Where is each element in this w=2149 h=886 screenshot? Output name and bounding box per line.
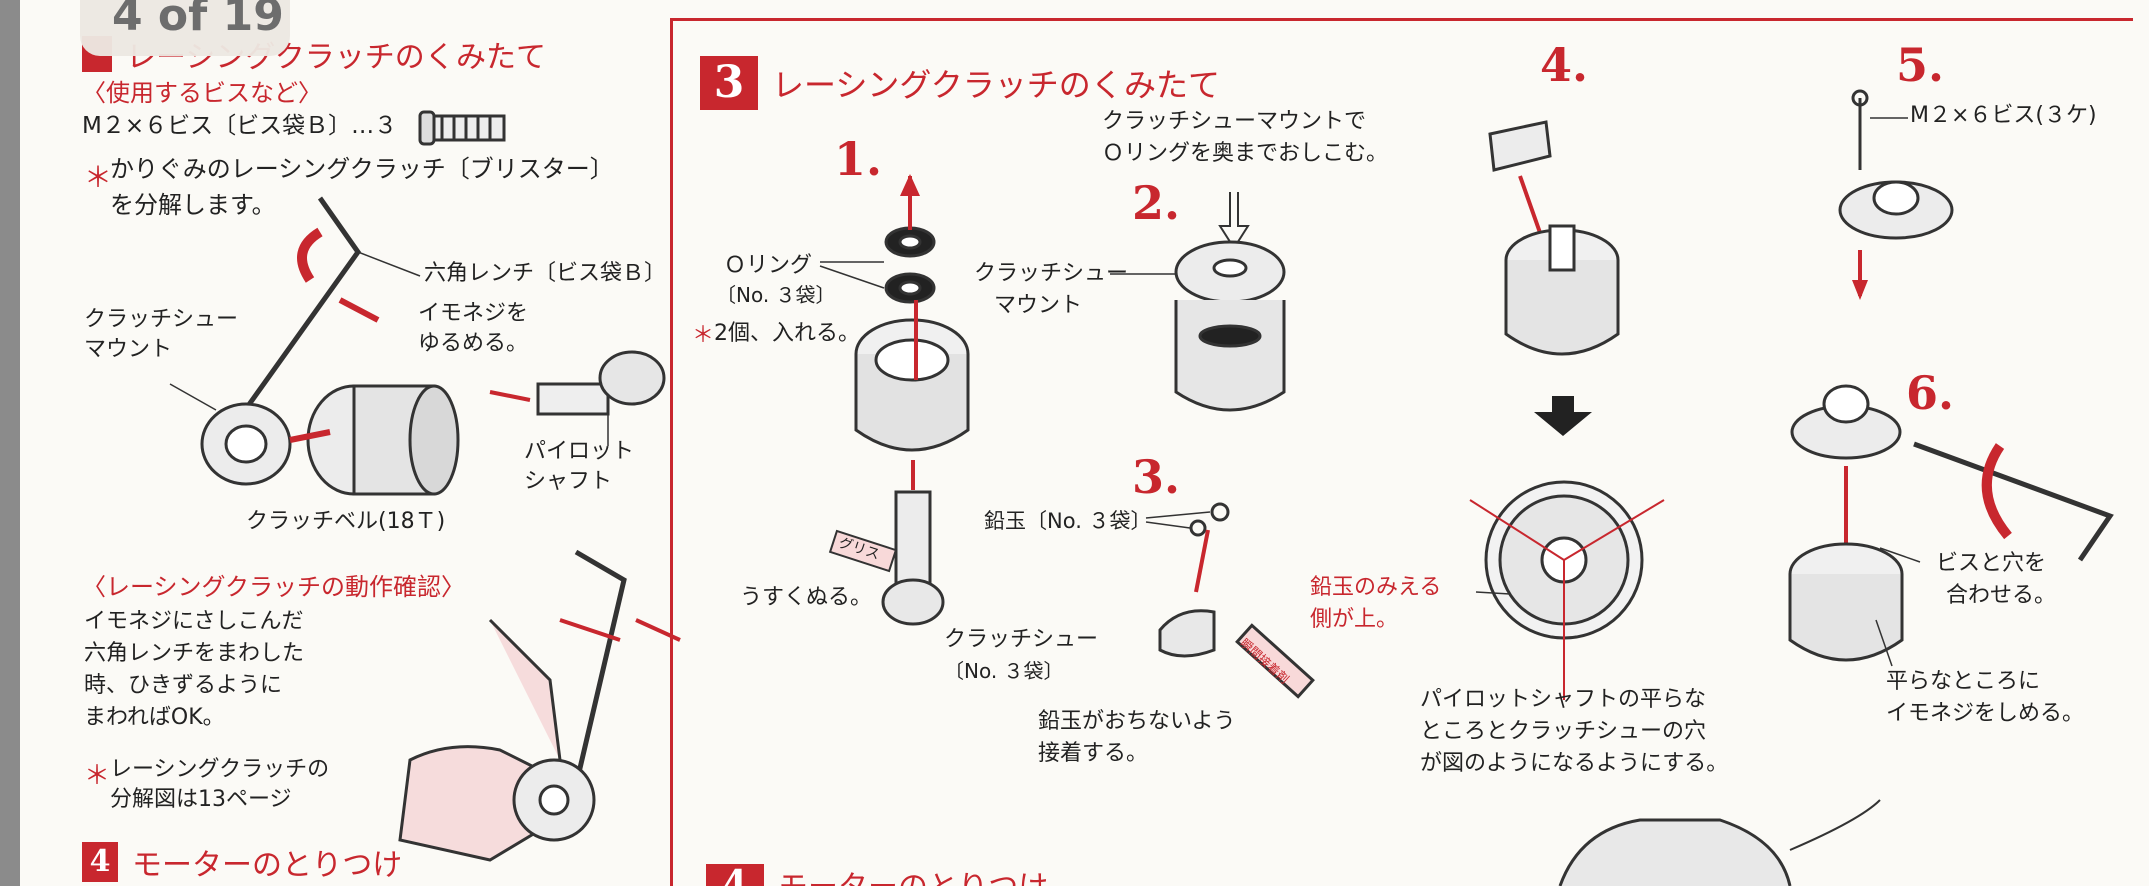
exploded-note-line-2: 分解図は13ページ: [110, 787, 292, 812]
step6-flat-label-2: イモネジをしめる。: [1886, 701, 2085, 726]
manual-page: 4 of 19 レーシングクラッチのくみたて 〈使用するビスなど〉 M２×６ビス…: [20, 0, 2149, 886]
loosen-label-2: ゆるめる。: [418, 331, 529, 356]
shoe-mount-label-2: マウント: [84, 337, 173, 362]
step5-screw-mount-icon: [1838, 89, 1954, 300]
step3-lead-ball-label: 鉛玉〔No. ３袋〕: [984, 509, 1152, 533]
step2-part-label-2: マウント: [994, 293, 1083, 318]
step3-glue-line-2: 接着する。: [1038, 741, 1149, 766]
step2-mount-into-bell-icon: [1110, 192, 1286, 412]
clutch-bell-label: クラッチベル(18Ｔ): [246, 509, 446, 534]
step4-top-view-icon: [1469, 480, 1665, 700]
step-4-number: 4.: [1540, 38, 1589, 92]
hex-wrench-label: 六角レンチ〔ビス袋Ｂ〕: [424, 261, 667, 286]
pilot-shaft-label-1: パイロット: [524, 439, 635, 464]
exploded-note-star: ＊: [84, 761, 111, 791]
main-next-section-title: モーターのとりつけ: [778, 862, 1048, 886]
left-next-section-number: 4: [82, 842, 118, 882]
exploded-note-line-1: レーシングクラッチの: [110, 757, 330, 782]
step4-caption-line-2: ところとクラッチシューの穴: [1420, 719, 1707, 744]
main-next-section-number: 4: [706, 864, 764, 886]
step-1-number: 1.: [834, 132, 883, 186]
step6-final-assembly-icon: [1788, 384, 2114, 667]
step1-note-star: ＊: [692, 323, 715, 348]
left-next-section-header: 4 モーターのとりつけ: [82, 840, 402, 884]
screw-line: M２×６ビス〔ビス袋Ｂ〕…３: [82, 113, 398, 139]
step1-note: 2個、入れる。: [714, 321, 860, 346]
main-panel-frame: [670, 18, 2133, 886]
operation-check-heading: 〈レーシングクラッチの動作確認〉: [82, 573, 466, 601]
down-arrow-icon: [1534, 396, 1592, 436]
step2-part-label-1: クラッチシュー: [974, 261, 1129, 286]
check-line-3: 時、ひきずるように: [84, 673, 283, 698]
clutch-bell-icon: [289, 384, 460, 496]
step1-oring-icon: [819, 174, 936, 304]
note-line-1: かりぐみのレーシングクラッチ〔ブリスター〕: [110, 155, 614, 183]
step1-clutch-bell-icon: [854, 300, 970, 452]
pilot-shaft-label-2: シャフト: [524, 469, 613, 494]
check-line-2: 六角レンチをまわした: [84, 641, 305, 666]
left-next-section-title: モーターのとりつけ: [132, 848, 403, 883]
used-screws-heading: 〈使用するビスなど〉: [82, 79, 322, 107]
step2-instruction-line-1: クラッチシューマウントで: [1102, 109, 1367, 134]
check-line-1: イモネジにさしこんだ: [84, 609, 304, 634]
step1-oring-label-1: Ｏリング: [724, 253, 813, 278]
step4-side-label-1: 鉛玉のみえる: [1310, 575, 1442, 600]
main-next-section-header: 4 モーターのとりつけ: [706, 862, 1048, 886]
note-star: ＊: [84, 161, 113, 194]
step-3-number: 3.: [1132, 450, 1181, 504]
note-line-2: を分解します。: [110, 191, 276, 219]
step1-oring-label-2: 〔No. ３袋〕: [716, 283, 836, 307]
step4-caption-line-1: パイロットシャフトの平らな: [1420, 687, 1707, 712]
main-section-number: 3: [700, 56, 758, 110]
step5-screw-label: M２×６ビス(３ケ): [1910, 103, 2097, 128]
step4-caption-line-3: が図のようになるようにする。: [1420, 751, 1729, 776]
step-5-number: 5.: [1896, 38, 1945, 92]
loosen-label-1: イモネジを: [418, 301, 529, 326]
step-2-number: 2.: [1132, 176, 1181, 230]
step3-shoe-label-2: 〔No. ３袋〕: [944, 659, 1064, 683]
main-section-title: レーシングクラッチのくみたて: [772, 66, 1221, 104]
assembly-illustrations: [169, 89, 2114, 886]
step-6-number: 6.: [1906, 366, 1955, 420]
step6-align-label-2: 合わせる。: [1946, 583, 2057, 608]
step4-side-label-2: 側が上。: [1310, 607, 1399, 632]
step4-shoe-onto-shaft-icon: [1488, 120, 1620, 356]
check-line-4: まわればOK。: [84, 705, 225, 730]
step2-instruction-line-2: Ｏリングを奥までおしこむ。: [1102, 141, 1389, 166]
step6-align-label-1: ビスと穴を: [1936, 551, 2047, 576]
shoe-mount-label-1: クラッチシュー: [84, 307, 239, 332]
step3-glue-line-1: 鉛玉がおちないよう: [1038, 709, 1236, 734]
screw-icon: [418, 110, 506, 146]
step6-flat-label-1: 平らなところに: [1886, 669, 2041, 694]
step3-lead-ball-icon: [1145, 502, 1315, 699]
step1-grease-label: うすくぬる。: [740, 585, 873, 610]
page-counter-badge: 4 of 19: [80, 0, 290, 56]
step1-pilot-shaft-icon: [828, 460, 945, 626]
clutch-shoe-mount-icon: [169, 383, 292, 486]
step3-shoe-label-1: クラッチシュー: [944, 627, 1099, 652]
main-section-header: 3 レーシングクラッチのくみたて: [700, 56, 1220, 110]
pilot-shaft-icon: [489, 350, 666, 446]
motor-icon: [1558, 799, 1881, 886]
hex-wrench-icon: [235, 196, 421, 422]
